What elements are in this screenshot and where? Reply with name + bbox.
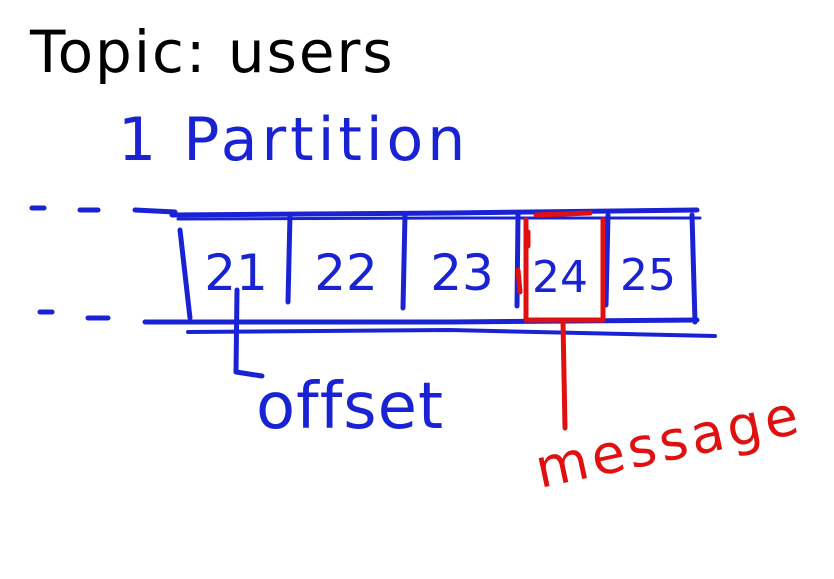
topic-title: Topic: users	[29, 18, 395, 86]
offset-cell-22: 22	[314, 244, 378, 302]
log-left-edge	[177, 227, 193, 321]
message-pointer-line	[560, 319, 568, 431]
partition-count-label: 1 Partition	[118, 105, 469, 175]
offset-cell-23: 23	[430, 244, 494, 302]
cell-divider-3	[514, 212, 521, 309]
log-top-border	[169, 207, 700, 218]
log-bottom-border-2	[186, 327, 717, 338]
offset-cell-24: 24	[532, 252, 588, 303]
log-bottom-border	[182, 317, 700, 325]
log-continuation-dashes	[29, 205, 188, 325]
offset-label: offset	[256, 370, 444, 444]
partition-log	[169, 207, 717, 338]
cell-divider-2	[400, 212, 408, 311]
cell-divider-1	[285, 212, 293, 305]
cell-divider-4	[603, 212, 611, 308]
offset-cell-25: 25	[620, 250, 676, 301]
offset-pointer-line	[233, 287, 265, 379]
log-right-edge	[689, 212, 698, 325]
log-top-border-2	[176, 216, 702, 221]
message-label: message	[530, 383, 808, 501]
